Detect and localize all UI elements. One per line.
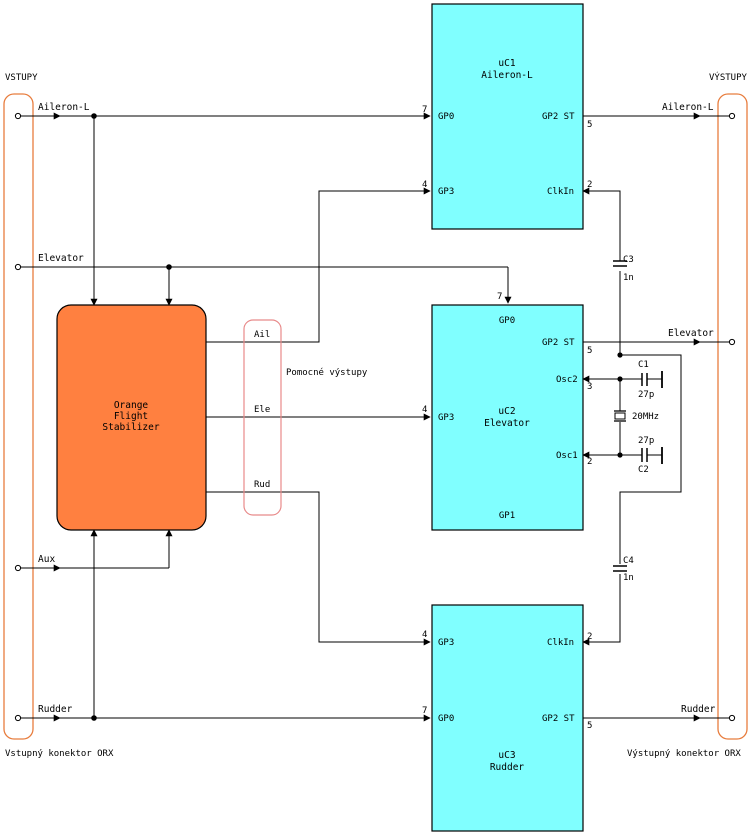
uc2-pin-osc1: 2 (587, 457, 592, 467)
inputs-header: VSTUPY (5, 73, 38, 83)
uc2-osc1: Osc1 (556, 451, 578, 461)
uc1-box (431, 3, 584, 230)
output-terminal-aileron (728, 112, 736, 120)
input-terminal-aux (14, 564, 22, 572)
c1-value: 27p (638, 390, 654, 400)
output-label-rudder: Rudder (681, 704, 716, 715)
c4-label: C4 (623, 556, 634, 566)
stabilizer-line2: Flight (114, 411, 148, 422)
uc3-name: uC3 (498, 750, 515, 761)
crystal-label: 20MHz (632, 412, 659, 422)
stabilizer-line1: Orange (114, 400, 149, 411)
uc1-pin-gp2: 5 (587, 120, 592, 130)
uc2-box (431, 304, 584, 531)
stabilizer-line3: Stabilizer (102, 422, 159, 433)
uc2-gp2: GP2 ST (542, 338, 575, 348)
output-wiring (583, 112, 729, 722)
aux-outputs-box (243, 319, 282, 516)
outputs-header: VÝSTUPY (709, 71, 748, 83)
uc2-gp0: GP0 (499, 316, 515, 326)
uc1-name: uC1 (498, 58, 515, 69)
input-label-elevator: Elevator (38, 253, 84, 264)
uc1-role: Aileron-L (481, 70, 533, 81)
stabilizer-box (56, 304, 207, 531)
uc2-role: Elevator (484, 418, 530, 429)
uc3-gp0: GP0 (438, 714, 454, 724)
uc1-clkin: ClkIn (547, 187, 574, 197)
c3-value: 1n (623, 273, 634, 283)
input-label-aux: Aux (38, 554, 55, 565)
input-label-rudder: Rudder (38, 704, 73, 715)
input-wiring (21, 112, 512, 722)
c2-value: 27p (638, 436, 654, 446)
input-label-aileron: Aileron-L (38, 102, 90, 113)
input-terminal-rudder (14, 714, 22, 722)
aux-ele-label: Ele (254, 405, 270, 415)
output-label-elevator: Elevator (668, 328, 714, 339)
uc2-gp1: GP1 (499, 511, 515, 521)
uc2-pin-gp0: 7 (497, 292, 502, 302)
uc1-pin-clkin: 2 (587, 180, 592, 190)
c4-value: 1n (623, 573, 634, 583)
uc3-box (431, 604, 584, 832)
c1-label: C1 (638, 360, 649, 370)
uc3-pin-gp0: 7 (422, 706, 427, 716)
aux-wiring (206, 187, 431, 646)
uc1-gp3: GP3 (438, 187, 454, 197)
c2-label: C2 (638, 465, 649, 475)
clock-network (582, 187, 682, 646)
output-label-aileron: Aileron-L (662, 102, 714, 113)
output-connector-label: Výstupný konektor ORX (627, 749, 741, 759)
uc2-name: uC2 (498, 406, 515, 417)
input-connector-label: Vstupný konektor ORX (5, 749, 114, 759)
uc3-gp3: GP3 (438, 638, 454, 648)
uc2-gp3: GP3 (438, 413, 454, 423)
uc2-pin-gp3: 4 (422, 405, 427, 415)
uc1-gp0: GP0 (438, 112, 454, 122)
output-terminal-elevator (728, 338, 736, 346)
uc1-pin-gp0: 7 (422, 105, 427, 115)
uc3-role: Rudder (490, 762, 525, 773)
input-terminal-aileron (14, 112, 22, 120)
aux-ail-label: Ail (254, 330, 270, 340)
uc2-pin-osc2: 3 (587, 382, 592, 392)
uc3-pin-gp3: 4 (422, 630, 427, 640)
uc3-clkin: ClkIn (547, 638, 574, 648)
uc2-osc2: Osc2 (556, 375, 578, 385)
uc1-gp2: GP2 ST (542, 112, 575, 122)
uc3-pin-clkin: 2 (587, 632, 592, 642)
uc3-pin-gp2: 5 (587, 721, 592, 731)
uc1-pin-gp3: 4 (422, 180, 427, 190)
output-terminal-rudder (728, 714, 736, 722)
uc3-gp2: GP2 ST (542, 714, 575, 724)
c3-label: C3 (623, 255, 634, 265)
uc2-pin-gp2: 5 (587, 346, 592, 356)
input-connector (3, 93, 34, 740)
output-connector (717, 93, 748, 740)
aux-outputs-title: Pomocné výstupy (286, 367, 368, 378)
aux-rud-label: Rud (254, 480, 270, 490)
input-terminal-elevator (14, 263, 22, 271)
